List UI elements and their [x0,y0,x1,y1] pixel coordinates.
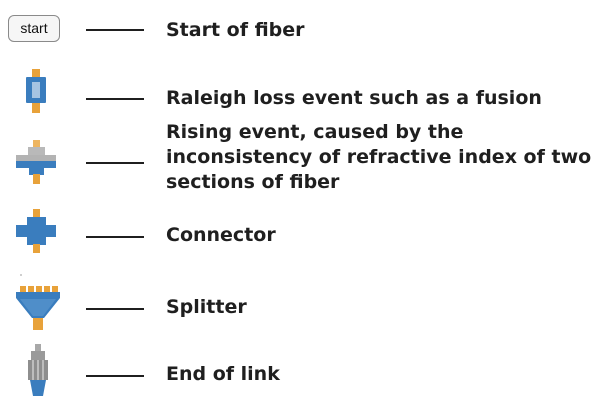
legend-label-fusion: Raleigh loss event such as a fusion [166,87,542,109]
end-of-link-icon [10,340,66,400]
legend-item-fusion: Raleigh loss event such as a fusion [0,62,600,122]
leader-line [86,308,144,310]
legend-label-start: Start of fiber [166,19,305,41]
legend-label-rising-line-2: inconsistency of refractive index of two [166,146,592,168]
legend-label-rising-line-3: sections of fiber [166,171,340,193]
legend-label-end: End of link [166,363,280,385]
leader-line [86,29,144,31]
fusion-splice-icon [10,66,66,126]
start-badge-icon: start [8,15,60,42]
leader-line [86,375,144,377]
legend-item-splitter: Splitter [0,270,600,336]
rising-event-icon [10,136,66,196]
legend-label-connector: Connector [166,224,276,246]
legend-label-rising: Rising event, caused by the inconsistenc… [166,120,596,195]
legend-item-end: End of link [0,338,600,402]
start-badge-text: start [20,20,48,36]
leader-line [86,162,144,164]
legend-item-connector: Connector [0,205,600,265]
leader-line [86,98,144,100]
legend-item-start: start Start of fiber [0,0,600,60]
connector-icon [10,205,66,265]
legend-item-rising: Rising event, caused by the inconsistenc… [0,118,600,204]
legend-label-splitter: Splitter [166,296,247,318]
splitter-icon [10,272,66,332]
legend-label-rising-line-1: Rising event, caused by the [166,121,464,143]
leader-line [86,236,144,238]
